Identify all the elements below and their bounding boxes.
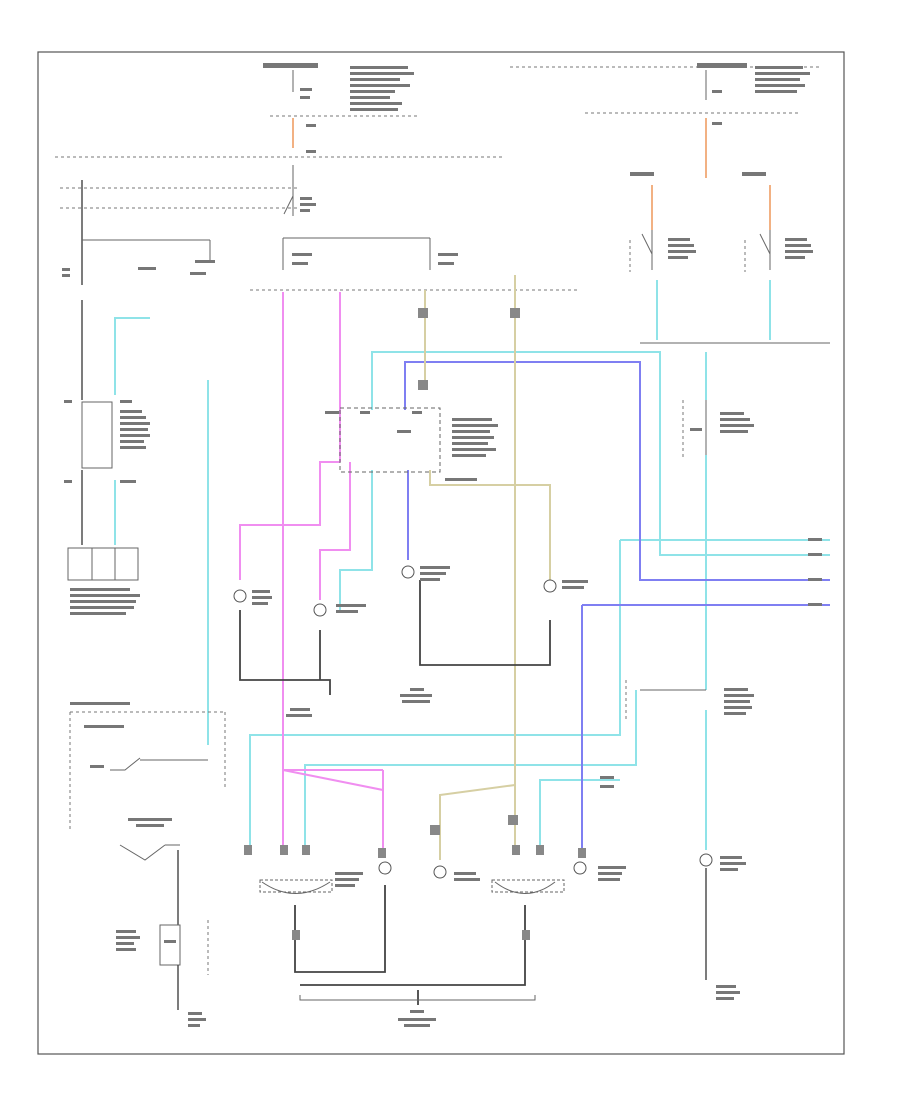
lamp-right-side — [543, 579, 557, 593]
lamp-license — [699, 853, 713, 867]
center-control-module — [325, 407, 498, 481]
left-connector — [67, 547, 140, 615]
left-relay-module — [64, 300, 150, 545]
ground-wires — [239, 580, 551, 1005]
right-relay-module — [625, 400, 754, 1000]
ground-bracket — [299, 995, 536, 1027]
lamp-left-turn — [313, 603, 327, 617]
connector-tabs — [244, 308, 586, 940]
ignition-switch — [60, 165, 316, 285]
top-left-fuse-block — [263, 63, 420, 153]
right-door-switches — [629, 172, 813, 272]
left-lower-sensor — [69, 702, 226, 1027]
lamp-left-park — [233, 589, 247, 603]
mid-top-junction — [282, 237, 458, 270]
rear-lamp-clusters — [259, 866, 626, 894]
lamp-right-front — [401, 565, 415, 579]
magenta-wires — [239, 292, 384, 855]
lamp-left-stop — [378, 861, 392, 875]
blue-wires — [404, 361, 830, 855]
lamp-labels — [252, 538, 822, 881]
cyan-wires — [114, 280, 830, 855]
orange-wires — [292, 118, 771, 230]
lamp-right-stop — [433, 865, 447, 879]
top-right-fuse-block — [585, 63, 810, 125]
diagram-border — [37, 51, 845, 1055]
lamp-rear-marker — [573, 861, 587, 875]
lamps — [233, 565, 713, 879]
